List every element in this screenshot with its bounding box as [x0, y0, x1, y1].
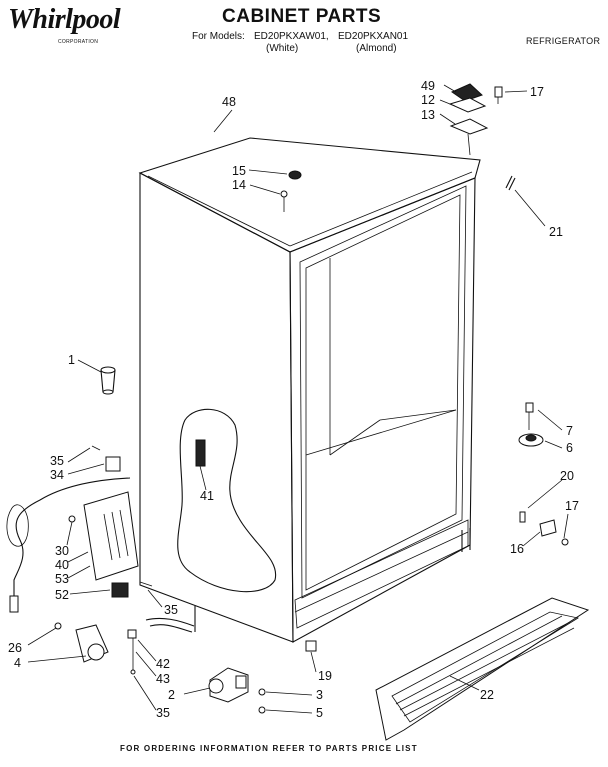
callout-49: 49	[421, 79, 435, 93]
callout-20: 20	[560, 469, 574, 483]
callout-42: 42	[156, 657, 170, 671]
callout-35-bottom: 35	[156, 706, 170, 720]
callout-52: 52	[55, 588, 69, 602]
callout-1: 1	[68, 353, 75, 367]
callout-21: 21	[549, 225, 563, 239]
callout-34: 34	[50, 468, 64, 482]
models-label: For Models:	[192, 31, 245, 42]
callout-41: 41	[200, 489, 214, 503]
leader-lines	[27, 84, 569, 714]
callout-43: 43	[156, 672, 170, 686]
water-tube-assembly	[127, 606, 196, 675]
callout-26: 26	[8, 641, 22, 655]
callout-17-right: 17	[565, 499, 579, 513]
plug-part-1	[100, 366, 116, 395]
callout-2: 2	[168, 688, 175, 702]
water-valve-assembly	[208, 667, 266, 714]
section-label: REFRIGERATOR	[526, 36, 601, 46]
callout-40: 40	[55, 558, 69, 572]
top-hinge-parts	[448, 83, 503, 156]
bottom-hinge-parts	[519, 511, 569, 546]
callout-17-top: 17	[530, 85, 544, 99]
callout-12: 12	[421, 93, 435, 107]
callout-48: 48	[222, 95, 236, 109]
inner-spring-41	[195, 439, 206, 467]
callout-22: 22	[480, 688, 494, 702]
callout-30: 30	[55, 544, 69, 558]
brand-subtitle: CORPORATION	[58, 39, 99, 45]
roller-assembly	[54, 622, 109, 663]
cabinet-shell	[138, 137, 481, 643]
electrical-parts-left	[6, 445, 153, 613]
variant-white-label: (White)	[266, 43, 299, 54]
ordering-note: FOR ORDERING INFORMATION REFER TO PARTS …	[120, 744, 418, 753]
callout-53: 53	[55, 572, 69, 586]
callout-16: 16	[510, 542, 524, 556]
callout-19: 19	[318, 669, 332, 683]
callout-15: 15	[232, 164, 246, 178]
callout-4: 4	[14, 656, 21, 670]
callout-labels: 49 12 13 17 48 15 14 21 1 7 6 35 34 20 1…	[8, 79, 579, 720]
front-grille	[375, 597, 590, 741]
clip-19	[305, 640, 317, 652]
brand-logo: Whirlpool	[8, 4, 121, 35]
callout-35-left: 35	[50, 454, 64, 468]
model-number-white: ED20PKXAW01,	[254, 31, 329, 42]
bracket-parts-7-6	[518, 402, 544, 447]
side-screw-21	[505, 175, 516, 191]
page-title: CABINET PARTS	[222, 6, 382, 27]
callout-3: 3	[316, 688, 323, 702]
callout-5: 5	[316, 706, 323, 720]
model-number-almond: ED20PKXAN01	[338, 31, 409, 42]
top-screw-parts	[280, 170, 302, 212]
callout-35-mid: 35	[164, 603, 178, 617]
callout-14: 14	[232, 178, 246, 192]
callout-7: 7	[566, 424, 573, 438]
callout-13: 13	[421, 108, 435, 122]
variant-almond-label: (Almond)	[356, 43, 397, 54]
callout-6: 6	[566, 441, 573, 455]
